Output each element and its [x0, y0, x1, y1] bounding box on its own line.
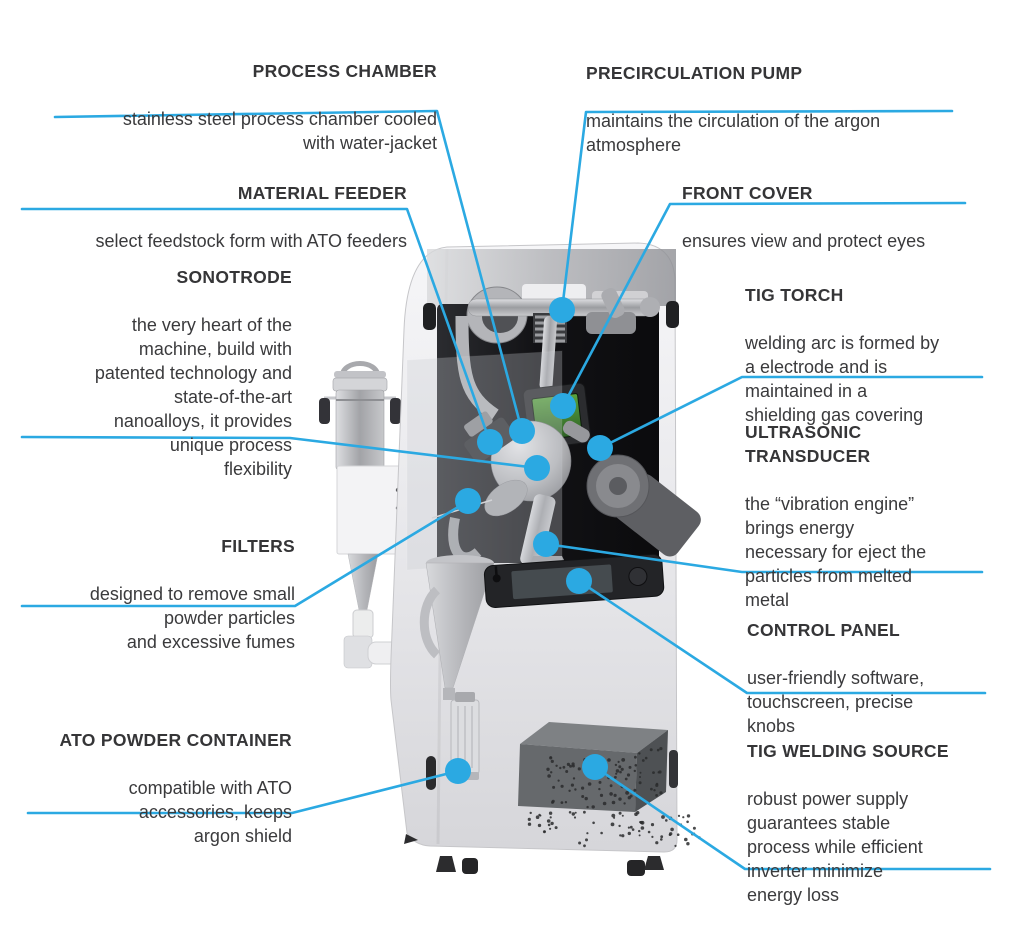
callout-heading: FRONT COVER — [682, 183, 813, 203]
anchor-tig-welding-source — [582, 754, 608, 780]
callout-body: stainless steel process chamber cooled w… — [122, 109, 437, 153]
callout-heading: FILTERS — [221, 536, 295, 556]
anchor-precirculation-pump — [549, 297, 575, 323]
cyclone-cone-small — [347, 553, 379, 611]
callout-ato-powder-container: ATO POWDER CONTAINER compatible with ATO… — [59, 704, 292, 872]
callout-heading: CONTROL PANEL — [747, 620, 900, 640]
leader-control-panel — [577, 579, 987, 695]
callout-tig-welding-source: TIG WELDING SOURCE robust power supply g… — [747, 715, 949, 931]
leader-ato-powder-container — [26, 769, 460, 815]
machine-feet — [404, 834, 664, 876]
callout-precirculation-pump: PRECIRCULATION PUMP maintains the circul… — [586, 37, 880, 181]
callout-tig-torch: TIG TORCH welding arc is formed by a ele… — [745, 259, 939, 451]
leader-precirculation-pump — [560, 109, 954, 312]
callout-body: user-friendly software, touchscreen, pre… — [747, 668, 925, 736]
callout-body: the “vibration engine” brings energy nec… — [745, 494, 927, 610]
callout-body: ensures view and protect eyes — [682, 231, 926, 251]
leader-tig-torch — [598, 375, 984, 450]
leader-ultrasonic-transducer — [544, 542, 984, 574]
control-knob — [628, 566, 648, 586]
anchor-ato-powder-container — [445, 758, 471, 784]
leader-tig-welding-source — [593, 765, 992, 871]
callout-heading: TIG TORCH — [745, 285, 844, 305]
callout-body: select feedstock form with ATO feeders — [95, 231, 407, 251]
callout-body: the very heart of the machine, build wit… — [94, 315, 292, 479]
ventilation-dots — [527, 747, 701, 848]
callout-heading: PROCESS CHAMBER — [252, 61, 437, 81]
leader-front-cover — [561, 201, 967, 408]
anchor-dots — [445, 297, 613, 784]
anchor-filters — [455, 488, 481, 514]
callout-ultrasonic-transducer: ULTRASONIC TRANSDUCER the “vibration eng… — [745, 396, 926, 636]
callout-material-feeder: MATERIAL FEEDER select feedstock form wi… — [96, 157, 407, 277]
callout-heading: ATO POWDER CONTAINER — [59, 730, 292, 750]
callout-body: maintains the circulation of the argon a… — [586, 111, 881, 155]
callout-heading: MATERIAL FEEDER — [237, 183, 407, 203]
anchor-control-panel — [566, 568, 592, 594]
leader-material-feeder — [20, 207, 492, 444]
anchor-material-feeder — [477, 429, 503, 455]
leader-sonotrode — [20, 435, 539, 470]
callout-front-cover: FRONT COVER ensures view and protect eye… — [682, 157, 925, 277]
callout-body: designed to remove small powder particle… — [89, 584, 295, 652]
cyclone-filter — [419, 555, 495, 780]
callout-heading: SONOTRODE — [176, 267, 292, 287]
callout-body: compatible with ATO accessories, keeps a… — [128, 778, 292, 846]
leader-lines — [20, 109, 992, 871]
anchor-sonotrode — [524, 455, 550, 481]
callout-filters: FILTERS designed to remove small powder … — [90, 510, 295, 678]
anchor-tig-torch — [587, 435, 613, 461]
tig-welding-source-box — [518, 722, 701, 848]
callout-body: robust power supply guarantees stable pr… — [747, 789, 923, 905]
anchor-front-cover — [550, 393, 576, 419]
anchor-process-chamber — [509, 418, 535, 444]
callout-sonotrode: SONOTRODE the very heart of the machine,… — [95, 241, 292, 505]
callout-heading: PRECIRCULATION PUMP — [586, 63, 803, 83]
sonotrode-column — [520, 494, 556, 567]
leader-filters — [20, 499, 470, 608]
leader-process-chamber — [53, 109, 524, 433]
anchor-ultrasonic-transducer — [533, 531, 559, 557]
callout-body: welding arc is formed by a electrode and… — [745, 333, 940, 425]
callout-heading: ULTRASONIC TRANSDUCER — [745, 422, 871, 466]
ato-powder-container-unit — [319, 361, 417, 669]
callout-control-panel: CONTROL PANEL user-friendly software, to… — [747, 594, 924, 762]
callout-heading: TIG WELDING SOURCE — [747, 741, 949, 761]
callout-process-chamber: PROCESS CHAMBER stainless steel process … — [123, 35, 437, 179]
powder-canister — [335, 389, 385, 471]
